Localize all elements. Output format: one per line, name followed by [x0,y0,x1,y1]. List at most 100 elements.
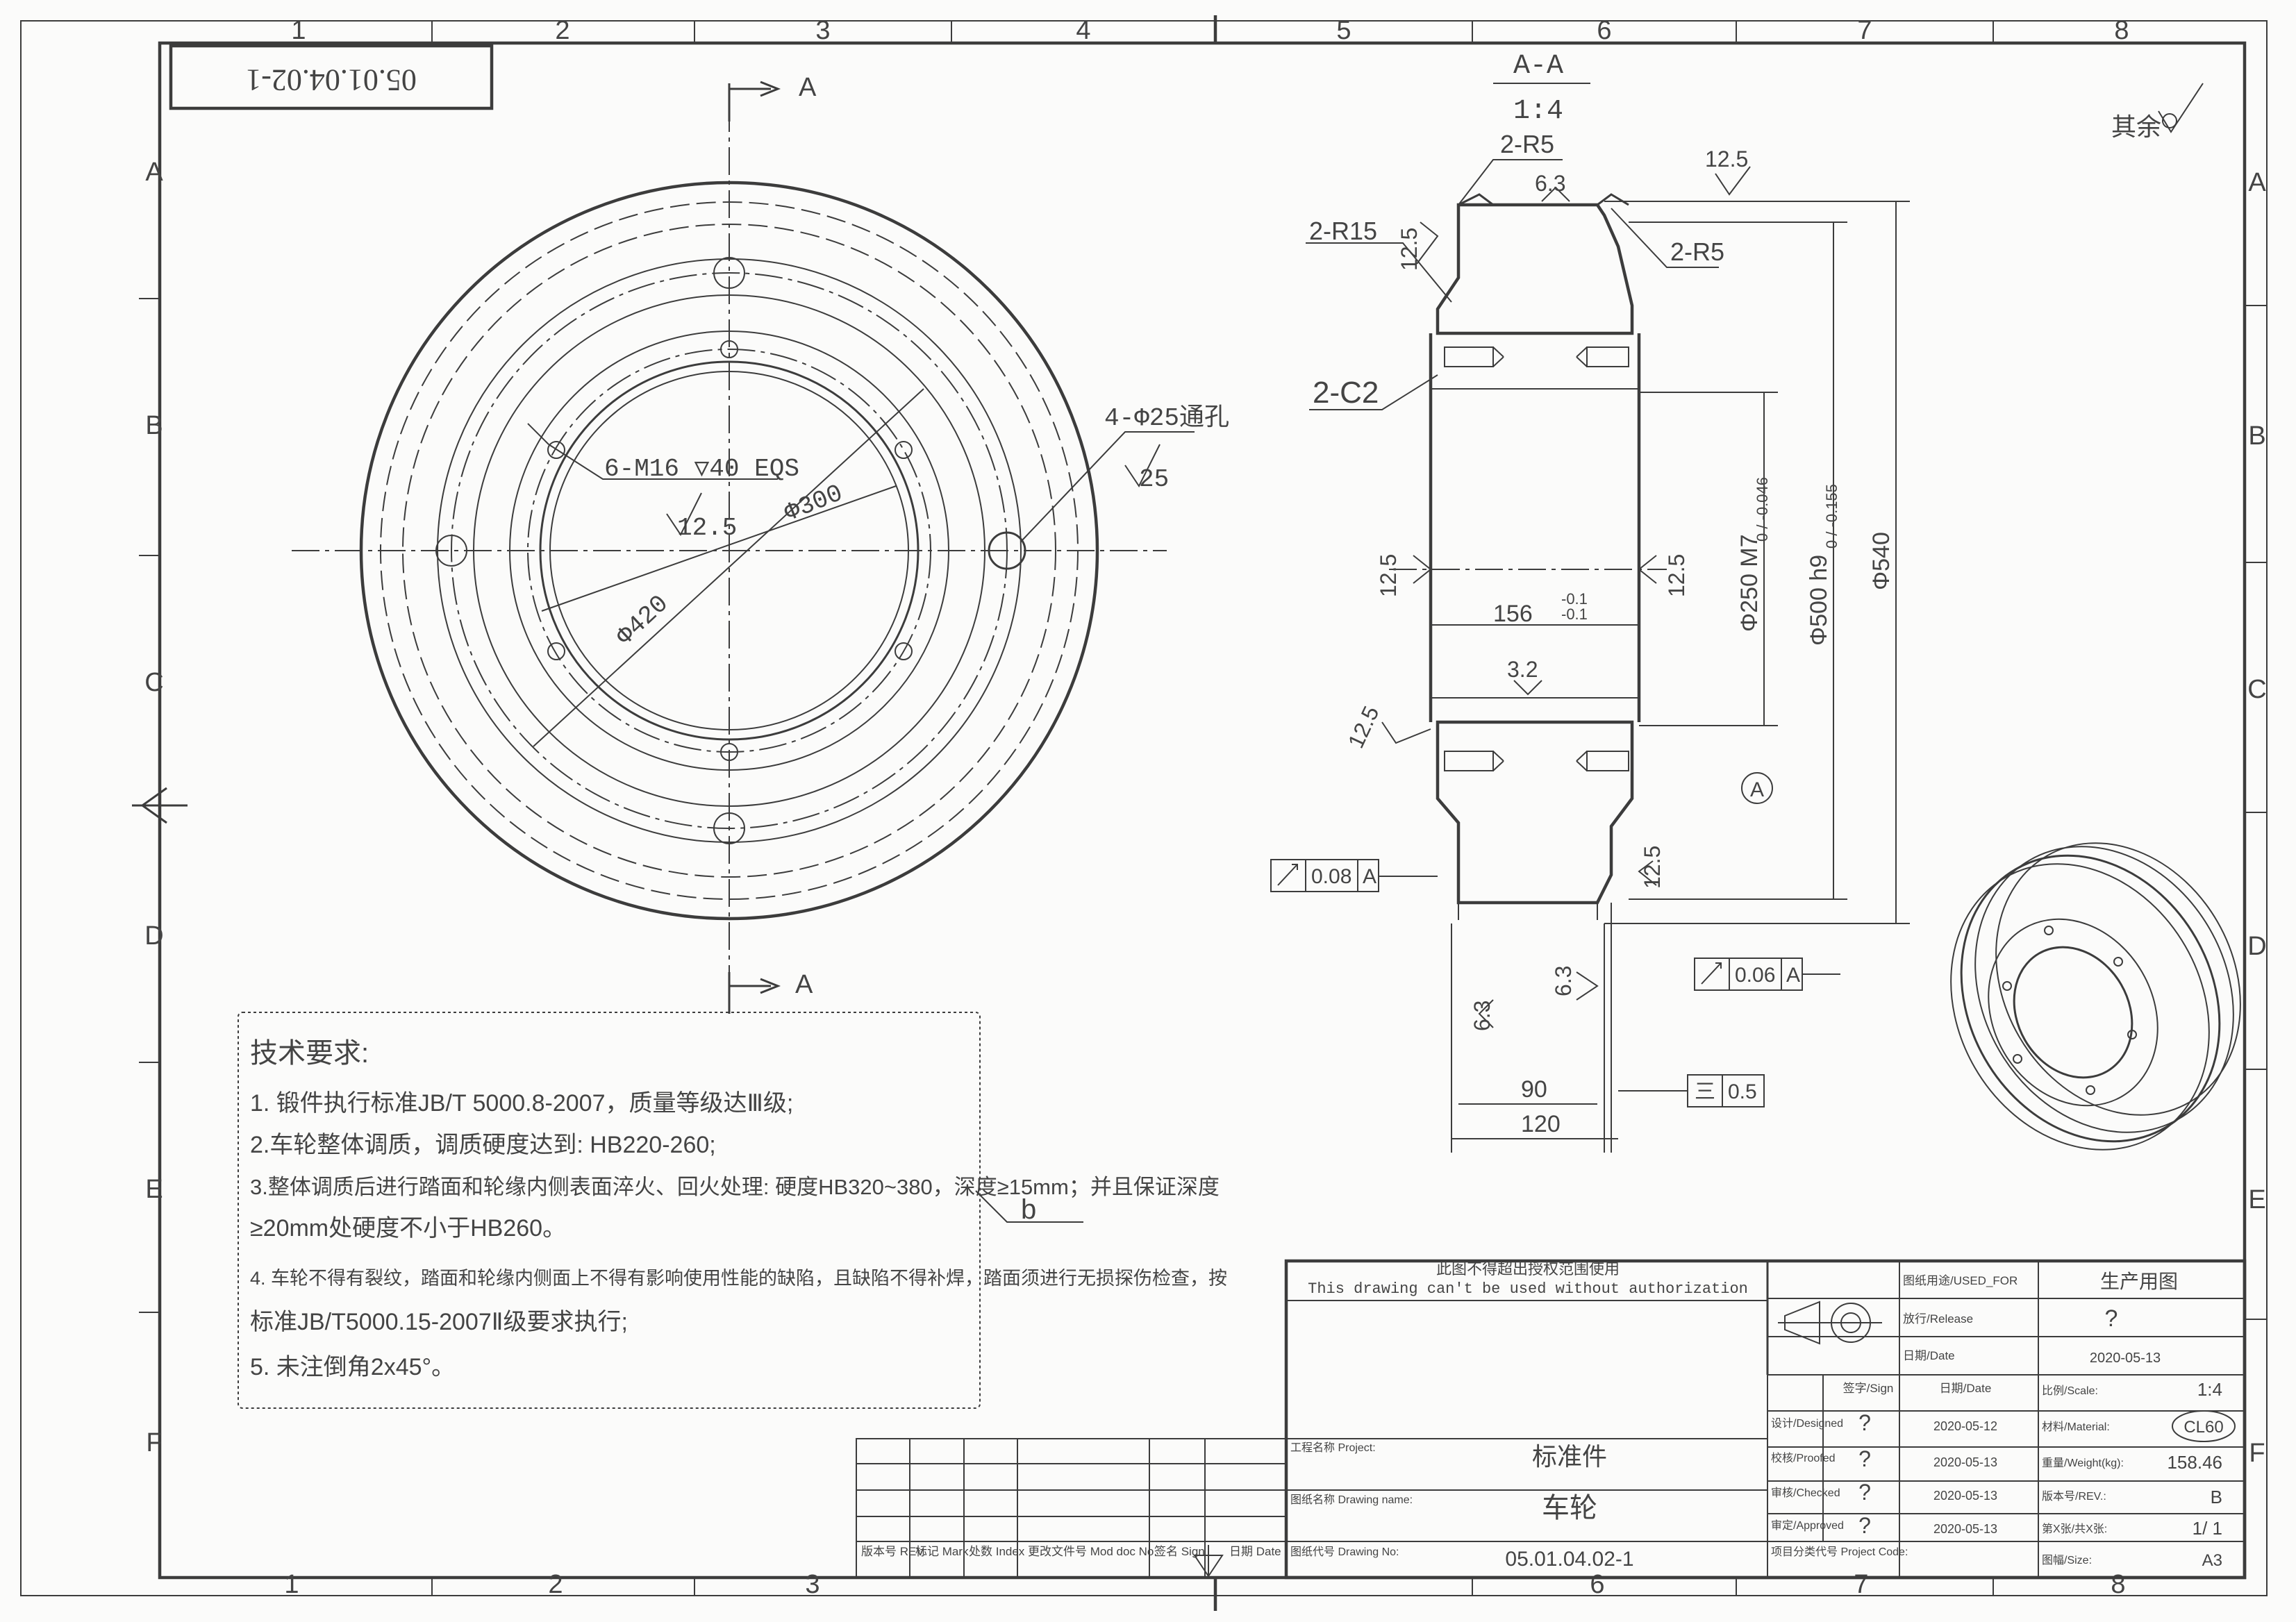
runout-1-datum: A [1363,865,1376,888]
tech-item: 2.车轮整体调质，调质硬度达到: HB220-260; [250,1132,716,1158]
proofed-date: 2020-05-13 [1933,1455,1997,1469]
checked-date: 2020-05-13 [1933,1489,1997,1503]
warning-cn: 此图不得超出授权范围使用 [1436,1260,1620,1278]
designed-label: 设计/Designed [1771,1417,1843,1430]
drawing-name-value: 车轮 [1542,1493,1597,1523]
zone-col-label: 5 [1336,16,1351,45]
rev-label: 版本号/REV.: [2042,1490,2106,1503]
proofed-label: 校核/Proofed [1771,1452,1836,1464]
release-value: ? [2105,1305,2118,1332]
weight-label: 重量/Weight(kg): [2042,1457,2124,1469]
rev-header: 签名 Sign [1154,1545,1205,1558]
runout-1-value: 0.08 [1311,865,1351,888]
zone-row-label: E [145,1175,163,1204]
material-label: 材料/Material: [2042,1421,2110,1433]
project-label: 工程名称 Project: [1290,1441,1376,1454]
checked-sign: ? [1858,1480,1871,1505]
section-label: A-A [1513,51,1563,82]
rev-value: B [2211,1487,2222,1507]
dim-156: 156 [1493,601,1533,627]
designed-date: 2020-05-12 [1933,1419,1997,1433]
tech-item: 5. 未注倒角2x45°。 [250,1354,455,1380]
date-label: 日期/Date [1903,1349,1955,1362]
drawing-no-label: 图纸代号 Drawing No: [1290,1546,1399,1558]
dim-156-tol-lower: -0.1 [1561,605,1588,623]
rev-header: 处数 Index [969,1545,1025,1558]
zone-col-label: 3 [815,16,830,45]
rev-header: 更改文件号 Mod doc No. [1028,1545,1157,1558]
dim-250-tol: 0 / -0.046 [1754,477,1771,542]
callout-2-R5-right: 2-R5 [1670,237,1724,266]
zone-grid: 1 2 3 4 5 6 7 8 1 2 3 6 7 8 A B C D E F … [132,15,2267,1611]
dim-500-tol: 0 / -0.155 [1823,484,1840,549]
project-code-label: 项目分类代号 Project Code: [1771,1546,1908,1558]
zone-row-label: D [2247,932,2266,961]
drawing-number-rotated: 05.01.04.02-1 [246,63,417,97]
callout-2-C2: 2-C2 [1313,376,1379,410]
dia-420-label: Φ420 [611,590,674,651]
rough-12.5-left-top: 12.5 [1397,228,1422,271]
roughness-other-note: 其余 [2111,83,2204,141]
note-b: b [1021,1194,1036,1225]
date-value: 2020-05-13 [2090,1351,2161,1366]
zone-col-label: 1 [284,1570,299,1599]
checked-label: 审核/Checked [1771,1487,1840,1499]
size-value: A3 [2202,1551,2222,1570]
sheet-label: 第X张/共X张: [2042,1523,2107,1535]
rough-12.5-mid-left: 12.5 [1376,554,1401,597]
dim-120: 120 [1521,1111,1561,1137]
dia-300-label: Φ300 [781,479,847,528]
dim-156-tol-upper: -0.1 [1561,590,1588,608]
drawing-number-box: 05.01.04.02-1 [169,44,494,110]
zone-row-label: B [2248,421,2265,451]
callout-2-R5-top: 2-R5 [1500,130,1554,158]
used-for-value: 生产用图 [2100,1271,2178,1292]
tech-item: 4. 车轮不得有裂纹，踏面和轮缘内侧面上不得有影响使用性能的缺陷，且缺陷不得补焊… [250,1268,1227,1289]
rough-3.2: 3.2 [1507,657,1538,682]
rough-6.3-b: 6.3 [1470,1001,1495,1031]
release-label: 放行/Release [1903,1312,1973,1326]
dim-540: Φ540 [1868,532,1895,590]
runout-2-datum: A [1786,964,1800,987]
warning-en: This drawing can't be used without autho… [1308,1280,1748,1298]
rough-12.5-low-left: 12.5 [1343,702,1384,752]
isometric-view [1950,842,2241,1151]
dim-90: 90 [1521,1076,1547,1103]
zone-col-label: 4 [1076,16,1090,45]
title-block: 版本号 REV. 标记 Mark 处数 Index 更改文件号 Mod doc … [856,1259,2247,1580]
dim-250: Φ250 M7 [1736,534,1763,632]
sign-header: 签字/Sign [1843,1382,1894,1395]
thread-callout: 6-M16 ▽40 EQS [604,455,799,483]
zone-row-label: C [144,668,163,697]
rough-12.5-top: 12.5 [1705,147,1748,172]
hole-roughness: 25 [1139,465,1169,494]
projection-symbol-icon [1778,1301,1882,1345]
tech-requirements: 技术要求: 1. 锻件执行标准JB/T 5000.8-2007，质量等级达Ⅲ级;… [238,1012,1227,1409]
size-label: 图幅/Size: [2042,1554,2092,1566]
thread-roughness: 12.5 [677,514,737,542]
approved-label: 审定/Approved [1771,1519,1844,1532]
zone-col-label: 2 [548,1570,563,1599]
zone-row-label: A [145,158,163,187]
rev-header: 版本号 REV. [861,1545,926,1558]
zone-col-label: 7 [1857,16,1872,45]
drawing-name-label: 图纸名称 Drawing name: [1290,1494,1413,1506]
project-value: 标准件 [1532,1442,1607,1471]
date-header: 日期/Date [1940,1382,1992,1395]
zone-row-label: D [144,921,163,951]
zone-col-label: 8 [2111,1570,2125,1599]
material-value: CL60 [2183,1418,2223,1437]
front-view: 6-M16 ▽40 EQS 12.5 4-Φ25通孔 25 Φ300 Φ420 … [292,73,1229,1014]
rev-header: 日期 Date [1229,1545,1281,1558]
zone-col-label: 1 [291,16,306,45]
section-view: A-A 1:4 2-R5 [1270,51,1910,1153]
drawing-no-value: 05.01.04.02-1 [1505,1548,1633,1571]
zone-row-label: A [2248,168,2266,197]
rev-header: 标记 Mark [915,1545,969,1558]
zone-col-label: 2 [555,16,569,45]
scale-value: 1:4 [2197,1379,2222,1400]
rough-12.5-mid-right: 12.5 [1664,554,1689,597]
weight-value: 158.46 [2167,1452,2222,1473]
zone-col-label: 6 [1590,1570,1604,1599]
